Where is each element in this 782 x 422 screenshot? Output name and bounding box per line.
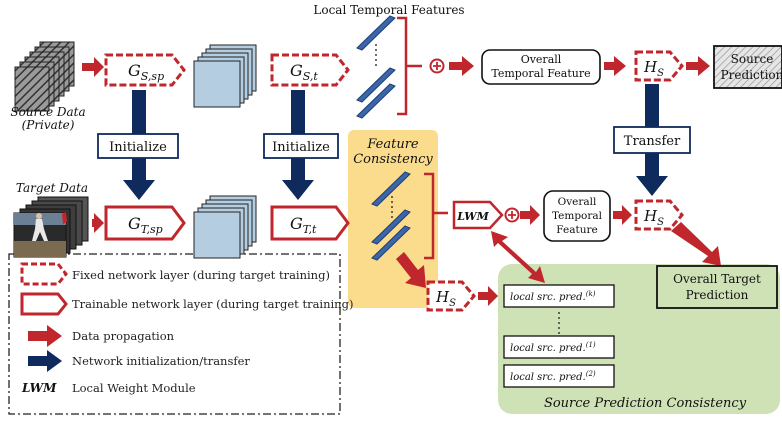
- legend-propagation-arrow-icon: [28, 325, 62, 347]
- source-prediction-consistency-title: Source Prediction Consistency: [544, 396, 747, 411]
- legend-box: [8, 253, 341, 415]
- legend-propagation-label: Data propagation: [72, 329, 175, 343]
- local-src-pred-k-label: local src. pred.(k): [510, 290, 596, 303]
- feature-consistency-region: [348, 130, 438, 308]
- source-prediction-box: [713, 45, 782, 89]
- transfer-badge: [613, 126, 691, 154]
- arrow-sum-to-overall: [449, 56, 474, 76]
- local-hs-layer: [426, 280, 476, 312]
- local-src-pred-2: [503, 364, 615, 388]
- target-local-temporal-bars: [371, 171, 411, 261]
- transfer-label: Transfer: [624, 134, 681, 149]
- local-src-pred-2-label: local src. pred.(2): [510, 370, 596, 383]
- feature-consistency-line1: Feature: [366, 137, 419, 152]
- target-gtt-layer: [270, 205, 350, 241]
- initialize-label-2: Initialize: [272, 140, 330, 155]
- target-overall-line1: Overall: [558, 196, 597, 208]
- source-local-temporal-bars: [356, 15, 396, 119]
- arrow-bars-to-local-hs: [396, 252, 426, 288]
- source-prediction-line1: Source: [731, 52, 774, 66]
- target-prediction-line2: Prediction: [686, 288, 749, 302]
- initialize-badge-2: [263, 133, 339, 159]
- target-gtt-label: GT,t: [290, 214, 317, 236]
- arrow-hs-to-prediction: [686, 56, 710, 76]
- initialize-badge-1: [97, 133, 179, 159]
- legend-init-label: Network initialization/transfer: [72, 354, 250, 368]
- arrow-target-overall-to-hs: [613, 205, 632, 225]
- target-prediction-box: [656, 265, 778, 309]
- arrow-source-to-gssp: [82, 57, 104, 77]
- source-data-stack: [14, 41, 75, 112]
- legend-lwm-label: Local Weight Module: [72, 381, 196, 395]
- source-data-label: Source Data: [10, 105, 85, 119]
- legend-init-arrow-icon: [28, 350, 62, 372]
- target-overall-line3: Feature: [556, 224, 597, 236]
- source-hs-layer: [634, 50, 684, 82]
- target-data-stack: [13, 196, 89, 258]
- arrow-target-sum-to-overall: [520, 205, 540, 225]
- lwm-module: [452, 200, 504, 230]
- target-bracket: [424, 172, 448, 260]
- local-src-pred-k: [503, 284, 615, 308]
- local-hs-label: HS: [435, 288, 456, 309]
- target-gtsp-label: GT,sp: [128, 214, 163, 236]
- target-spatial-feature-stack: [193, 195, 257, 259]
- local-temporal-features-label: Local Temporal Features: [313, 3, 464, 17]
- initialize-label-1: Initialize: [109, 140, 167, 155]
- arrow-target-to-gtsp: [92, 213, 104, 233]
- source-gst-layer: [270, 53, 350, 87]
- target-overall-line2: Temporal: [552, 210, 603, 222]
- local-src-pred-1: [503, 335, 615, 359]
- source-gst-label: GS,t: [290, 61, 318, 83]
- target-hs-label: HS: [643, 207, 664, 228]
- legend-fixed-layer-icon: [20, 262, 68, 286]
- source-data-private-label: (Private): [22, 118, 75, 132]
- source-bracket: [397, 16, 422, 116]
- target-gtsp-layer: [104, 205, 186, 241]
- source-hs-label: HS: [643, 58, 664, 79]
- source-overall-temporal-feature: [481, 49, 601, 85]
- source-overall-line1: Overall: [521, 53, 562, 66]
- lwm-label: LWM: [456, 210, 489, 223]
- source-prediction-line2: Prediction: [721, 68, 782, 82]
- arrow-local-hs-to-preds: [478, 286, 498, 306]
- source-overall-line2: Temporal Feature: [491, 67, 590, 80]
- legend-fixed-label: Fixed network layer (during target train…: [72, 268, 330, 282]
- arrow-overall-to-hs: [604, 56, 626, 76]
- source-gssp-layer: [104, 53, 186, 87]
- feature-consistency-line2: Consistency: [353, 152, 433, 167]
- target-data-label: Target Data: [16, 181, 88, 195]
- target-overall-temporal-feature: [543, 190, 611, 242]
- arrow-hs-to-target-prediction: [671, 222, 721, 266]
- target-hs-layer: [634, 199, 684, 231]
- source-spatial-feature-stack: [193, 44, 257, 108]
- legend-lwm-key: LWM: [21, 381, 57, 395]
- legend-trainable-layer-icon: [20, 292, 68, 316]
- target-prediction-line1: Overall Target: [673, 272, 761, 286]
- legend-trainable-label: Trainable network layer (during target t…: [72, 297, 353, 311]
- source-gssp-label: GS,sp: [128, 61, 164, 83]
- lwm-preds-double-arrow: [491, 231, 545, 283]
- local-src-pred-1-label: local src. pred.(1): [510, 341, 596, 354]
